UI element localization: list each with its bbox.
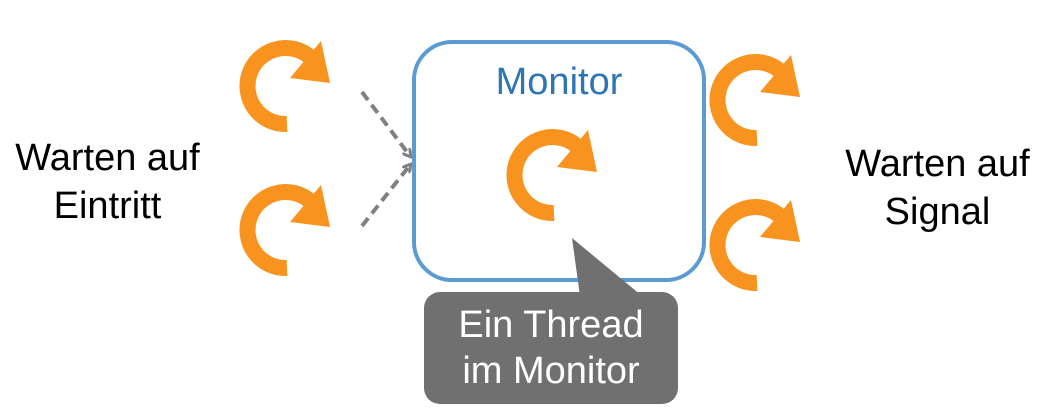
left-label-line1: Warten auf [15, 137, 200, 179]
dashed-arrow-icon [360, 165, 410, 228]
callout-text: Ein Thread im Monitor [426, 302, 676, 394]
thread-cycle-icon [717, 55, 800, 138]
monitor-box [412, 40, 706, 282]
thread-cycle-icon [247, 185, 330, 268]
thread-cycle-icon [247, 41, 330, 124]
right-label-line2: Signal [884, 191, 991, 233]
left-label-line2: Eintritt [53, 185, 162, 227]
callout-bubble [424, 238, 678, 404]
right-label-line1: Warten auf [845, 143, 1030, 185]
left-waiting-label: Warten auf Eintritt [0, 134, 215, 230]
callout-line1: Ein Thread [458, 304, 644, 346]
dashed-arrow-icon [360, 90, 410, 156]
thread-cycle-icon [717, 200, 800, 283]
monitor-title: Monitor [495, 61, 623, 103]
right-waiting-label: Warten auf Signal [830, 140, 1045, 236]
callout-line2: im Monitor [462, 350, 640, 392]
